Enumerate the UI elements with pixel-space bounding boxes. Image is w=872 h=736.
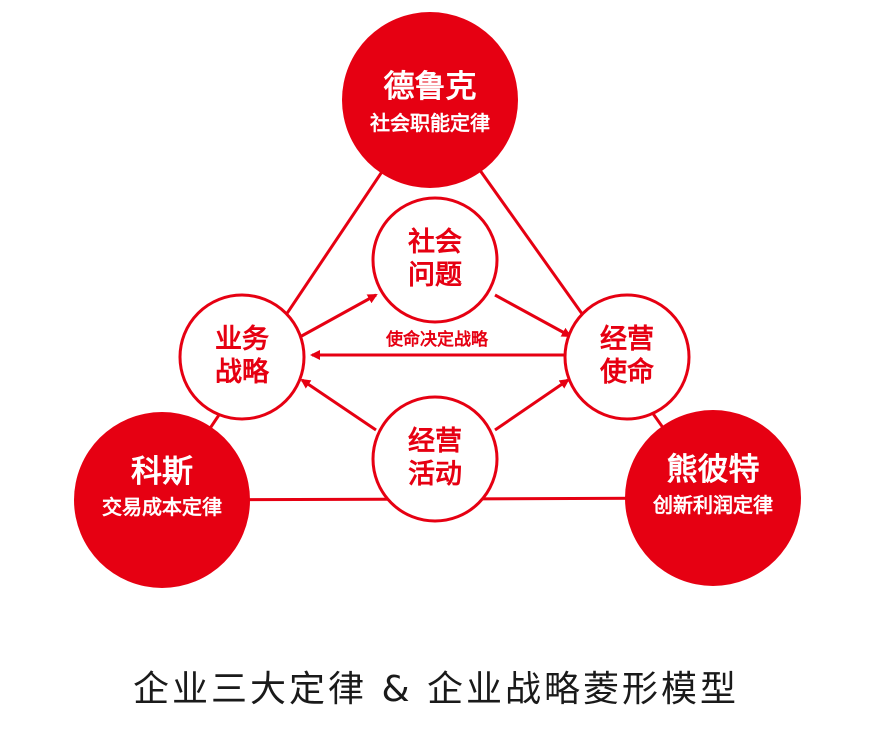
node-business-strategy-line2: 战略: [215, 356, 270, 388]
law-text-schumpeter: 创新利润定律: [652, 493, 773, 517]
arrow-activity-to-strategy: [300, 378, 377, 432]
law-name-coase: 科斯: [131, 454, 193, 490]
node-business-strategy-line1: 业务: [215, 324, 269, 355]
node-social-problem-line1: 社会: [408, 226, 462, 258]
node-business-activity-line2: 活动: [408, 459, 462, 490]
node-social-problem: 社会 问题: [371, 196, 499, 324]
diagram-caption: 企业三大定律 & 企业战略菱形模型: [133, 669, 739, 710]
law-circle-schumpeter: 熊彼特 创新利润定律: [625, 410, 801, 586]
law-name-schumpeter: 熊彼特: [667, 452, 760, 488]
node-business-mission: 经营 使命: [563, 293, 691, 421]
law-text-drucker: 社会职能定律: [369, 111, 490, 135]
arrow-strategy-to-social-problem: [297, 293, 378, 340]
arrow-activity-to-mission: [494, 378, 570, 432]
node-business-activity: 经营 活动: [371, 395, 499, 523]
arrow-label-mission-decides-strategy: 使命决定战略: [385, 329, 489, 350]
strategy-diagram: 使命决定战略 德鲁克 社会职能定律 科斯 交易成本定律 熊彼特 创新利润定律 社…: [74, 12, 801, 588]
law-text-coase: 交易成本定律: [102, 495, 222, 519]
law-circle-coase: 科斯 交易成本定律: [74, 412, 250, 588]
law-circle-drucker: 德鲁克 社会职能定律: [342, 12, 518, 188]
node-business-mission-line2: 使命: [599, 356, 655, 388]
arrow-social-problem-to-mission: [494, 293, 572, 338]
node-business-activity-line1: 经营: [408, 425, 462, 457]
law-name-drucker: 德鲁克: [384, 69, 477, 105]
node-social-problem-line2: 问题: [408, 260, 462, 291]
node-business-mission-line1: 经营: [600, 323, 654, 355]
node-business-strategy: 业务 战略: [178, 293, 306, 421]
